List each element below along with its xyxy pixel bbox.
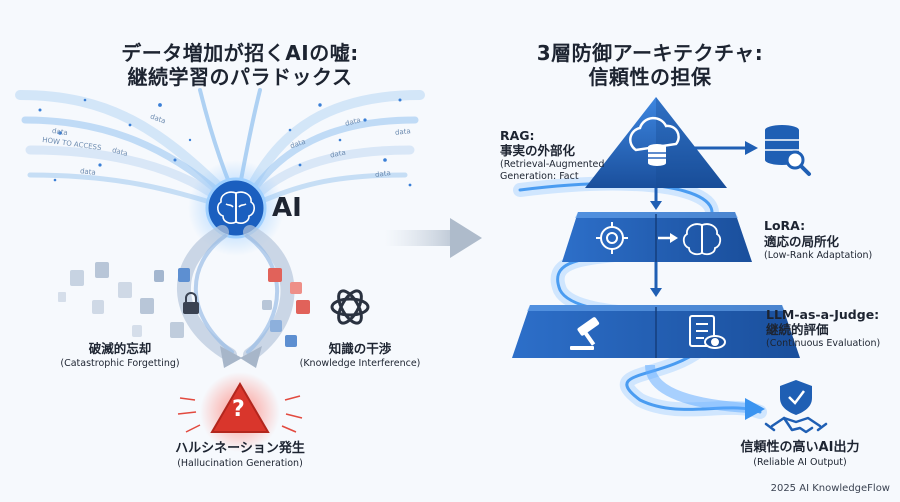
shield-check-icon [780, 380, 812, 415]
degradation-arrowheads [220, 346, 262, 368]
rag-tier [585, 97, 727, 188]
degradation-flows [177, 225, 295, 362]
right-title-line1: 3層防御アーキテクチャ: [536, 41, 764, 65]
brain-icon-lora [682, 223, 722, 256]
forgetting-label: 破滅的忘却 [88, 341, 152, 356]
footer-credit: 2025 AI KnowledgeFlow [770, 483, 890, 494]
target-gear-icon [596, 222, 628, 254]
lock-icon [183, 292, 199, 314]
output-label: 信頼性の高いAI出力 [740, 440, 860, 455]
lora-sublabel: (Low-Rank Adaptation) [764, 250, 873, 261]
database-search-icon [765, 125, 811, 176]
lora-label: 適応の局所化 [764, 234, 840, 249]
rag-label: 事実の外部化 [500, 143, 576, 158]
interference-label: 知識の干渉 [328, 341, 392, 356]
stream-word: data [394, 127, 412, 137]
output-sublabel: (Reliable AI Output) [753, 457, 847, 468]
ai-label: AI [272, 193, 302, 223]
lora-head: LoRA: [764, 218, 806, 233]
gavel-icon [570, 317, 600, 350]
handshake-icon [764, 416, 828, 434]
document-fragments-right [262, 268, 310, 347]
lora-arrow [658, 233, 678, 243]
checklist-eye-icon [689, 315, 726, 349]
knowledge-interference-icon [330, 289, 370, 325]
data-particles [38, 98, 412, 187]
right-title-line2: 信頼性の担保 [588, 65, 712, 89]
rag-sublabel-1: (Retrieval-Augmented [500, 159, 605, 170]
lora-tier [562, 212, 752, 262]
hallucination-label: ハルシネーション発生 [175, 441, 305, 456]
document-fragments-left [58, 262, 190, 338]
judge-sublabel: (Continuous Evaluation) [766, 338, 881, 349]
interference-sublabel: (Knowledge Interference) [299, 358, 421, 369]
rag-head: RAG: [500, 128, 535, 143]
left-title-line2: 継続学習のパラドックス [127, 65, 353, 89]
brain-icon [217, 191, 255, 224]
data-stream-flows [15, 88, 425, 208]
cloud-database-icon [629, 116, 680, 166]
judge-head: LLM-as-a-Judge: [766, 307, 880, 322]
transition-arrow [385, 218, 482, 258]
hallucination-sublabel: (Hallucination Generation) [177, 458, 303, 469]
rag-sublabel-2: Generation: Fact [500, 171, 579, 182]
warning-question-mark: ? [232, 397, 245, 422]
stream-word: data [79, 167, 97, 177]
warning-triangle-icon [210, 382, 270, 433]
judge-label: 継続的評価 [766, 322, 829, 337]
left-title-line1: データ増加が招くAIの嘘: [121, 41, 359, 65]
output-arrow [645, 364, 765, 420]
hallucination-sparks [177, 395, 303, 433]
tier-connector-arrows [650, 188, 662, 297]
rag-external-arrow [690, 141, 758, 155]
forgetting-sublabel: (Catastrophic Forgetting) [60, 358, 180, 369]
